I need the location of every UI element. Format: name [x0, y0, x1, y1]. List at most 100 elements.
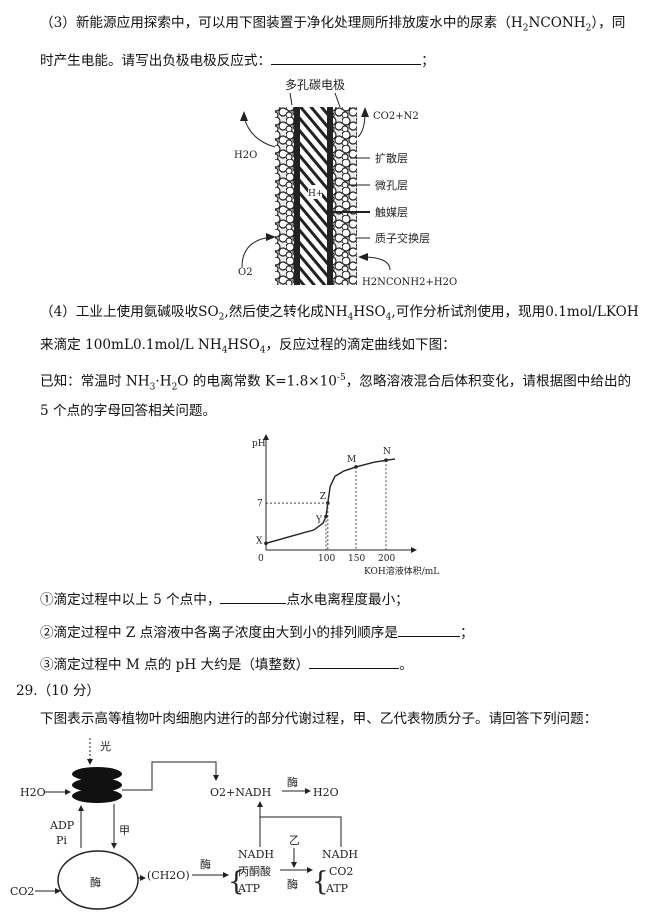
- data-point: [354, 465, 358, 469]
- text-segment: （3）新能源应用探索中，可以用下图装置于净化处理厕所排放废水中的尿素（H: [40, 15, 523, 31]
- text-segment: 29.（10 分）: [16, 683, 101, 699]
- data-point: [264, 541, 268, 546]
- h2o-out-label: H2O: [313, 786, 339, 799]
- layer-label: 扩散层: [375, 151, 408, 165]
- q4-line4: 5 个点的字母回答相关问题。: [40, 402, 216, 420]
- text-segment: 4: [259, 345, 266, 356]
- text-segment: 5 个点的字母回答相关问题。: [40, 403, 217, 419]
- x-tick-label: 200: [378, 554, 395, 564]
- q3-line1: （3）新能源应用探索中，可以用下图装置于净化处理厕所排放废水中的尿素（H2NCO…: [40, 14, 625, 38]
- text-segment: 3: [149, 382, 156, 393]
- text-segment: 4: [385, 312, 392, 323]
- q4-line1: （4）工业上使用氨碱吸收SO2,然后使之转化成NH4HSO4,可作分析试剂使用，…: [40, 303, 639, 327]
- point-label: Z: [320, 492, 326, 502]
- o2-nadh-label: O2+NADH: [210, 786, 271, 799]
- left-in-label: O2: [238, 267, 253, 278]
- text-segment: ，反应过程的滴定曲线如下图：: [265, 337, 456, 353]
- text-segment: 时产生电能。请写出负极电极反应式：: [40, 53, 272, 69]
- jia-label: 甲: [119, 824, 130, 837]
- text-segment: ③滴定过程中 M 点的 pH 大约是（填整数）: [40, 657, 310, 673]
- group2-item: ATP: [325, 882, 349, 895]
- yi-label: 乙: [289, 834, 300, 847]
- light-label: 光: [100, 739, 111, 753]
- text-segment: HSO: [227, 337, 260, 353]
- answer-blank[interactable]: [397, 622, 460, 637]
- x-axis-label: KOH溶液体积/mL: [364, 565, 439, 577]
- y-tick-label: 7: [257, 499, 263, 509]
- metabolism-diagram: 光 H2O ADP Pi 甲 酶 CO2 (CH2O) 酶 O2+NADH 酶 …: [10, 738, 358, 910]
- pi-label: Pi: [56, 834, 67, 847]
- y-axis-label: pH: [252, 439, 266, 449]
- text-segment: 4: [347, 312, 354, 323]
- text-segment: ；: [459, 625, 474, 641]
- fuel-cell-diagram: 多孔碳电极 H+ H2O O2 CO2+N2 H2NCONH2+H2O 扩散层 …: [234, 78, 457, 288]
- titration-curve: [265, 458, 396, 544]
- text-segment: 点水电离程度最小；: [286, 592, 409, 608]
- x-tick-label: 100: [318, 554, 335, 564]
- layer-label: 触媒层: [375, 205, 408, 219]
- group2-item: NADH: [322, 848, 358, 861]
- electrode-label: 多孔碳电极: [285, 78, 345, 92]
- answer-blank[interactable]: [271, 50, 422, 65]
- svg-text:{: {: [228, 867, 245, 897]
- group1-item: NADH: [238, 848, 274, 861]
- q29-stem: 下图表示高等植物叶肉细胞内进行的部分代谢过程，甲、乙代表物质分子。请回答下列问题…: [40, 710, 597, 728]
- q4-line3: 已知：常温时 NH3·H2O 的电离常数 K=1.8×10-5，忽略溶液混合后体…: [40, 369, 631, 396]
- layer-label: 微孔层: [375, 178, 408, 192]
- right-in-label: H2NCONH2+H2O: [362, 277, 457, 288]
- text-segment: HSO: [353, 304, 386, 320]
- layer-label: 质子交换层: [375, 231, 430, 245]
- x-tick-label: 150: [348, 554, 365, 564]
- left-out-label: H2O: [234, 150, 257, 161]
- co2-in-label: CO2: [10, 885, 34, 898]
- text-segment: 4: [221, 345, 228, 356]
- text-segment: 2: [218, 312, 225, 323]
- text-segment: 已知：常温时 NH: [40, 373, 150, 390]
- text-segment: -5: [336, 373, 346, 383]
- text-segment: 2: [171, 382, 178, 393]
- answer-blank[interactable]: [220, 589, 287, 604]
- text-segment: 。: [399, 657, 413, 673]
- text-segment: 下图表示高等植物叶肉细胞内进行的部分代谢过程，甲、乙代表物质分子。请回答下列问题…: [40, 711, 598, 727]
- q4-sub3: ③滴定过程中 M 点的 pH 大约是（填整数） 。: [40, 654, 413, 674]
- text-segment: ），同: [591, 15, 626, 31]
- text-segment: 来滴定 100mL0.1mol/L NH: [40, 337, 222, 353]
- calvin-cycle: [57, 850, 139, 910]
- point-label: X: [256, 536, 263, 546]
- text-segment: NCONH: [528, 15, 586, 31]
- h2o-in-label: H2O: [20, 786, 46, 799]
- ch2o-label: (CH2O): [147, 869, 190, 882]
- text-segment: 2: [522, 23, 529, 34]
- enzyme-label: 酶: [287, 776, 298, 789]
- point-label: N: [383, 447, 391, 457]
- titration-chart: pH KOH溶液体积/mL 0 100 150 200 7X Y Z M N: [252, 434, 439, 577]
- group2-item: CO2: [329, 865, 353, 878]
- enzyme-label: 酶: [200, 858, 211, 871]
- enzyme-label: 酶: [287, 878, 298, 891]
- svg-text:{: {: [312, 867, 329, 897]
- y-axis-arrow: [263, 434, 269, 440]
- point-label: M: [347, 455, 356, 465]
- proton-label: H+: [308, 189, 323, 199]
- adp-label: ADP: [49, 819, 75, 832]
- point-label: Y: [315, 516, 323, 526]
- left-pebble-layer: [275, 107, 297, 285]
- text-segment: ,然后使之转化成NH: [224, 304, 348, 320]
- group1-item: ATP: [237, 882, 261, 895]
- text-segment: ,可作分析试剂使用，现用0.1mol/LKOH: [391, 304, 639, 320]
- right-out-label: CO2+N2: [373, 111, 419, 122]
- text-segment: 2: [585, 23, 592, 34]
- q3-line2: 时产生电能。请写出负极电极反应式： ；: [40, 50, 435, 70]
- text-segment: ·H: [155, 373, 172, 390]
- answer-blank[interactable]: [309, 654, 400, 669]
- group1-item: 丙酮酸: [238, 864, 271, 878]
- x-tick-label: 0: [258, 554, 264, 564]
- q4-line2: 来滴定 100mL0.1mol/L NH4HSO4，反应过程的滴定曲线如下图：: [40, 336, 456, 360]
- q4-sub1: ①滴定过程中以上 5 个点中， 点水电离程度最小；: [40, 589, 409, 609]
- text-segment: ，忽略溶液混合后体积变化，请根据图中给出的: [345, 373, 632, 390]
- text-segment: ①滴定过程中以上 5 个点中，: [40, 592, 221, 608]
- text-segment: （4）工业上使用氨碱吸收SO: [40, 304, 219, 320]
- enzyme-label: 酶: [90, 876, 101, 889]
- q4-sub2: ②滴定过程中 Z 点溶液中各离子浓度由大到小的排列顺序是；: [40, 622, 474, 642]
- text-segment: ；: [421, 53, 435, 69]
